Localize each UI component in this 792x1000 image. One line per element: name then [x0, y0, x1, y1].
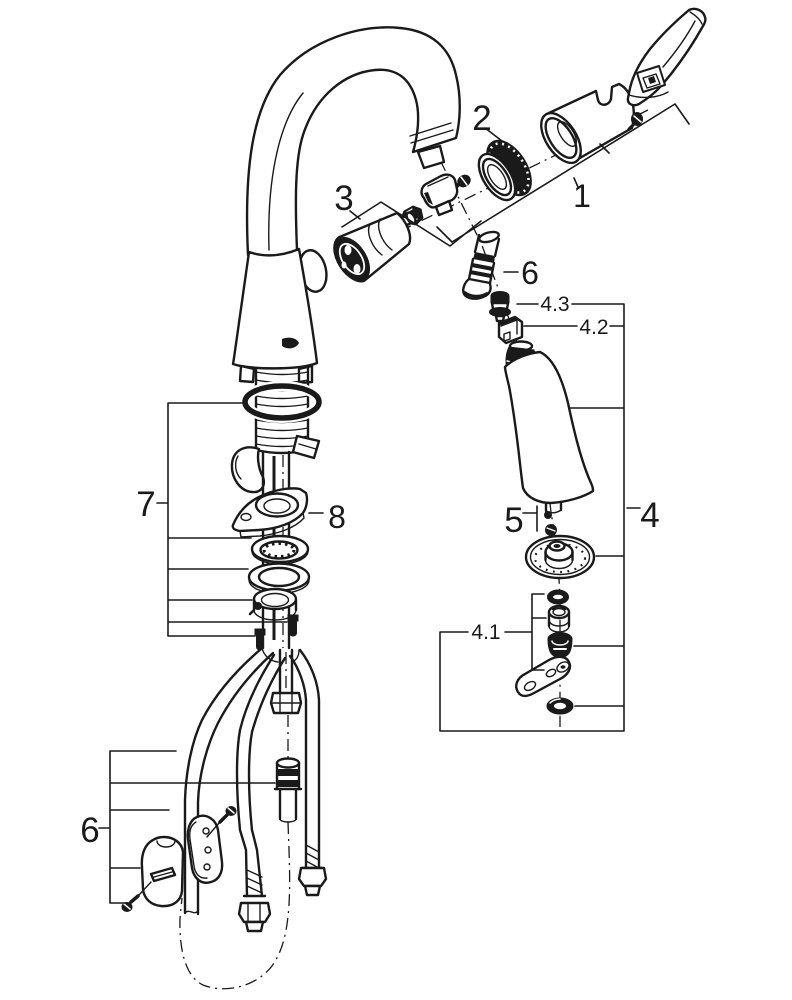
part-label-4-2: 4.2: [579, 316, 608, 339]
hose-supply-left: [235, 653, 287, 933]
hose-weight-clamp: [121, 806, 237, 912]
faucet-body-cone: [231, 247, 319, 385]
deck-trim: [230, 434, 321, 494]
brand-badge: [282, 337, 299, 349]
hose-supply-right: [288, 648, 328, 897]
head-screws: [544, 511, 557, 536]
splined-washer: [250, 534, 310, 565]
valve-grommet: [547, 632, 573, 659]
part-label-1: 1: [573, 178, 591, 214]
part-label-6-connector: 6: [521, 255, 539, 291]
spray-axis-group: [462, 230, 596, 715]
part-label-6-weight: 6: [80, 811, 99, 850]
part-label-8: 8: [328, 499, 346, 535]
spray-head: [503, 340, 595, 514]
handle-sleeve: [540, 82, 635, 165]
spray-hose-tailpiece: [261, 647, 303, 715]
handle-axis-group: [333, 7, 707, 283]
o-ring: [240, 381, 324, 423]
cone-washer: [247, 562, 311, 595]
diverter-lever: [515, 655, 572, 698]
part-label-4-3: 4.3: [540, 293, 569, 316]
check-valve: [489, 291, 511, 323]
pullout-hose-connector: [273, 757, 303, 823]
retainer-ring: [248, 587, 298, 621]
valve-insert: [547, 604, 571, 633]
faucet-body-group: [121, 26, 461, 933]
hose-quick-connector: [462, 230, 501, 300]
cartridge: [333, 211, 417, 283]
cartridge-cap: [420, 173, 459, 217]
part-label-4-1: 4.1: [471, 621, 500, 644]
valve-washer: [547, 589, 569, 605]
part-label-3: 3: [334, 179, 353, 218]
part-label-5: 5: [504, 501, 523, 540]
flow-regulator: [497, 315, 524, 345]
part-labels: 1 2 3 4 4.1 4.2 4.3 5 6 6 7 8: [80, 99, 659, 850]
part-label-4: 4: [640, 496, 659, 535]
handle-set-screw: [627, 112, 643, 131]
lever-handle: [626, 7, 707, 107]
mounting-screws: [254, 614, 299, 651]
spout: [245, 26, 461, 258]
callout-lines: [98, 103, 690, 904]
seal-ring: [546, 697, 574, 715]
part-label-7: 7: [136, 485, 155, 524]
spray-face-disc: [524, 534, 596, 580]
mounting-triangle-bracket: [231, 487, 309, 538]
toothed-ring: [477, 139, 532, 202]
part-label-2: 2: [472, 99, 491, 138]
